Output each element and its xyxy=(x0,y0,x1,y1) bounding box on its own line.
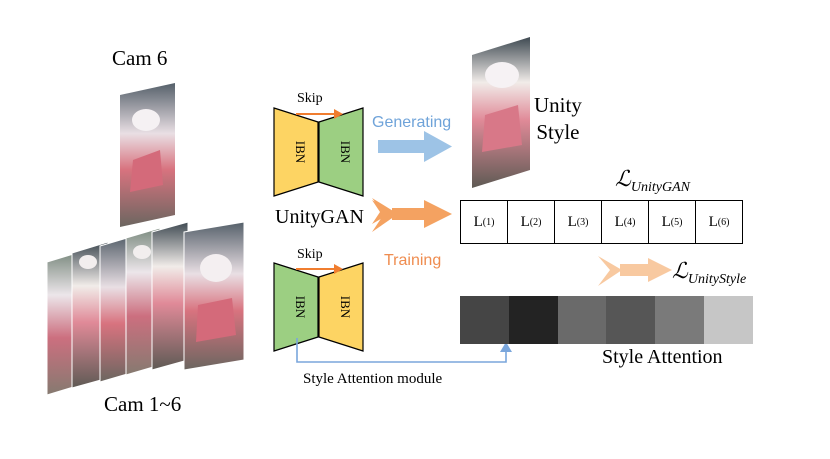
cam1-6-person-images xyxy=(46,221,245,396)
style-loss-arrow xyxy=(598,256,672,286)
unitygan-loss-subscript: UnityGAN xyxy=(630,180,690,195)
style-attention-connector xyxy=(296,338,512,363)
attention-cell xyxy=(508,296,558,344)
unitygan-loss-symbol: ℒ xyxy=(615,167,631,192)
unity-style-line2: Style xyxy=(536,120,580,144)
style-attention-bar xyxy=(460,296,753,344)
unity-style-label: Unity Style xyxy=(534,92,582,146)
ibn-decoder-bottom xyxy=(318,262,364,352)
loss-box: L(4) xyxy=(602,200,649,244)
unitystyle-loss-label: ℒUnityStyle xyxy=(672,258,746,288)
generator-network-top xyxy=(273,107,364,197)
unitystyle-loss-symbol: ℒ xyxy=(672,259,688,284)
unitygan-label: UnityGAN xyxy=(275,206,364,228)
ibn-label-4: IBN xyxy=(338,296,353,319)
ibn-encoder-bottom xyxy=(273,262,319,352)
style-attention-module-label: Style Attention module xyxy=(303,371,443,387)
unity-style-person-image xyxy=(472,37,530,188)
ibn-label-3: IBN xyxy=(293,296,308,319)
loss-box: L(3) xyxy=(555,200,602,244)
loss-box: L(6) xyxy=(696,200,743,244)
cam1-6-label: Cam 1~6 xyxy=(104,392,182,416)
loss-box: L(1) xyxy=(460,200,508,244)
generator-network-bottom xyxy=(273,262,364,352)
attention-cell xyxy=(655,296,704,344)
style-attention-label: Style Attention xyxy=(602,346,723,368)
ibn-label-1: IBN xyxy=(293,141,308,164)
ibn-label-2: IBN xyxy=(338,141,353,164)
attention-cell xyxy=(557,296,607,344)
skip-label-top: Skip xyxy=(297,91,323,106)
loss-box: L(2) xyxy=(508,200,555,244)
attention-cell xyxy=(460,296,509,344)
skip-label-bottom: Skip xyxy=(297,247,323,262)
attention-cell xyxy=(703,296,753,344)
attention-cell xyxy=(606,296,656,344)
training-arrow xyxy=(372,198,452,232)
training-label: Training xyxy=(384,252,442,269)
loss-box: L(5) xyxy=(649,200,696,244)
unity-style-line1: Unity xyxy=(534,93,582,117)
generating-arrow xyxy=(378,131,452,162)
ibn-decoder-top xyxy=(318,107,364,197)
generating-label: Generating xyxy=(372,114,452,131)
cam6-person-image xyxy=(120,83,175,227)
ibn-encoder-top xyxy=(273,107,319,197)
loss-box-row: L(1) L(2) L(3) L(4) L(5) L(6) xyxy=(460,200,743,244)
cam6-label: Cam 6 xyxy=(112,46,168,70)
unitygan-loss-label: ℒUnityGAN xyxy=(615,166,690,196)
unitystyle-loss-subscript: UnityStyle xyxy=(687,272,747,287)
